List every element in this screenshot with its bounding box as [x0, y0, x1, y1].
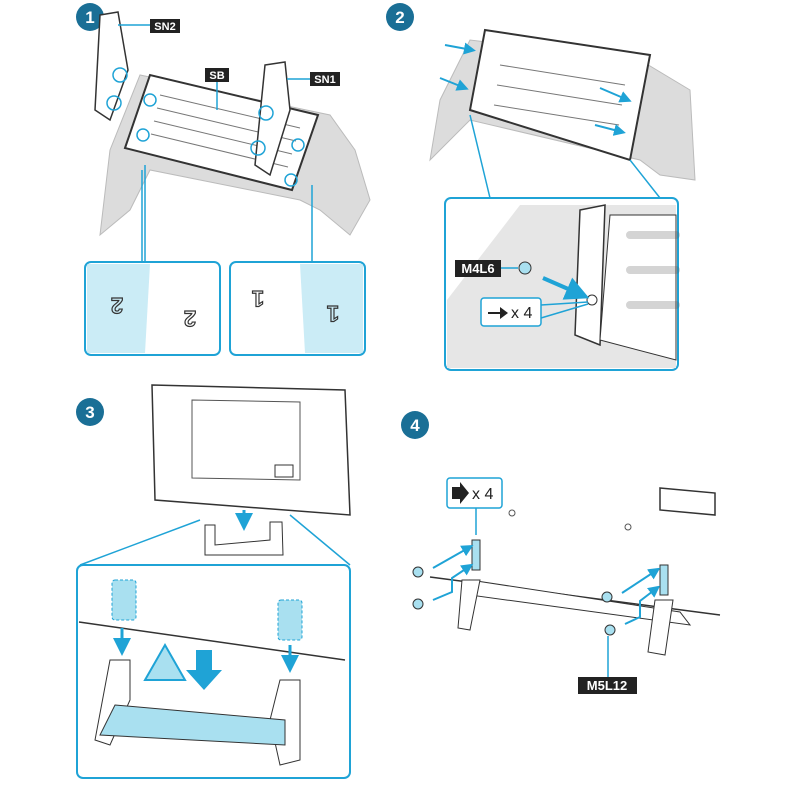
count-callout — [480, 297, 542, 327]
step-2-panel: 2 M4L6 x 4 — [386, 3, 696, 371]
step-1-number: 1 — [85, 8, 94, 27]
mark-1-glyph: 1 — [327, 301, 339, 326]
arrow-icon — [488, 307, 508, 319]
stand-base-sb — [123, 73, 320, 192]
step-4-panel: 4 x 4 M5L12 — [401, 411, 721, 694]
step-3-panel: 3 — [76, 384, 351, 779]
step-2-number: 2 — [395, 8, 404, 27]
mark-2-glyph: 2 — [111, 293, 123, 318]
count-label: x 4 — [472, 486, 493, 503]
screw-label-m5l12: M5L12 — [587, 678, 627, 693]
step-4-number: 4 — [410, 416, 420, 435]
label-sn2: SN2 — [154, 21, 175, 33]
stand-sn1 — [254, 61, 291, 177]
step-1-badge — [76, 3, 104, 31]
down-arrow-icon — [186, 650, 222, 690]
count-label: x 4 — [511, 305, 532, 322]
step-3-number: 3 — [85, 403, 94, 422]
arrow-icon — [452, 482, 469, 504]
tv-back — [151, 384, 351, 516]
label-sb: SB — [209, 70, 224, 82]
mark-1-glyph-cloth: 1 — [252, 286, 264, 311]
screw-icon — [518, 261, 532, 275]
caution-pinch-icon — [143, 642, 187, 681]
step-1-panel: 1 SN2 SB SN1 2 2 1 1 — [76, 3, 371, 356]
stand-sn2 — [94, 11, 129, 122]
screw-label-m4l6: M4L6 — [461, 261, 494, 276]
label-sn1: SN1 — [314, 74, 335, 86]
mark-2-glyph-cloth: 2 — [184, 306, 196, 331]
